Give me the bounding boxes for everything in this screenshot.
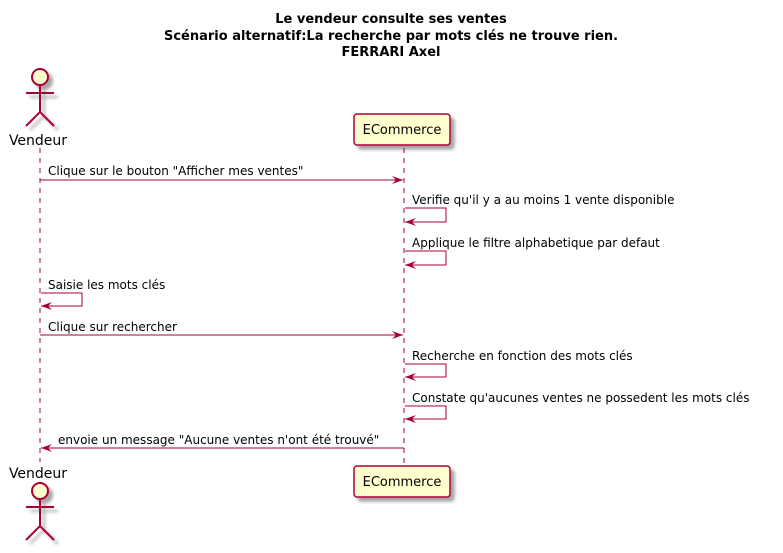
diagram-title-line-3: FERRARI Axel (342, 45, 441, 60)
message-8: envoie un message "Aucune ventes n'ont é… (41, 433, 404, 452)
message-1: Clique sur le bouton "Afficher mes vente… (40, 164, 403, 184)
message-7: Constate qu'aucunes ventes ne possedent … (405, 391, 749, 423)
diagram-title-line-2: Scénario alternatif:La recherche par mot… (164, 29, 618, 44)
vendeur-label-top: Vendeur (9, 133, 67, 149)
message-2: Verifie qu'il y a au moins 1 vente dispo… (405, 193, 674, 226)
message-4: Saisie les mots clés (41, 278, 165, 310)
ecommerce-box-bottom (353, 465, 451, 498)
vendeur-label-bottom: Vendeur (9, 466, 67, 482)
ecommerce-box-top (353, 113, 451, 146)
ecommerce-label-top: ECommerce (363, 123, 442, 138)
message-7-label: Constate qu'aucunes ventes ne possedent … (412, 391, 749, 405)
message-6: Recherche en fonction des mots clés (405, 349, 633, 381)
message-2-label: Verifie qu'il y a au moins 1 vente dispo… (412, 193, 674, 207)
message-1-label: Clique sur le bouton "Afficher mes vente… (48, 164, 303, 178)
ecommerce-label-bottom: ECommerce (363, 475, 442, 490)
stick-figure-actor-icon (25, 68, 55, 127)
message-3: Applique le filtre alphabetique par defa… (405, 236, 660, 269)
diagram-title-line-1: Le vendeur consulte ses ventes (275, 12, 507, 27)
vendeur-actor-top (25, 68, 55, 127)
message-8-label: envoie un message "Aucune ventes n'ont é… (58, 433, 379, 447)
message-5-label: Clique sur rechercher (48, 320, 177, 334)
message-4-label: Saisie les mots clés (48, 278, 165, 292)
message-5: Clique sur rechercher (40, 320, 403, 339)
stick-figure-actor-icon (25, 482, 55, 541)
message-3-label: Applique le filtre alphabetique par defa… (412, 236, 660, 250)
vendeur-actor-bottom (25, 482, 55, 541)
message-6-label: Recherche en fonction des mots clés (412, 349, 633, 363)
